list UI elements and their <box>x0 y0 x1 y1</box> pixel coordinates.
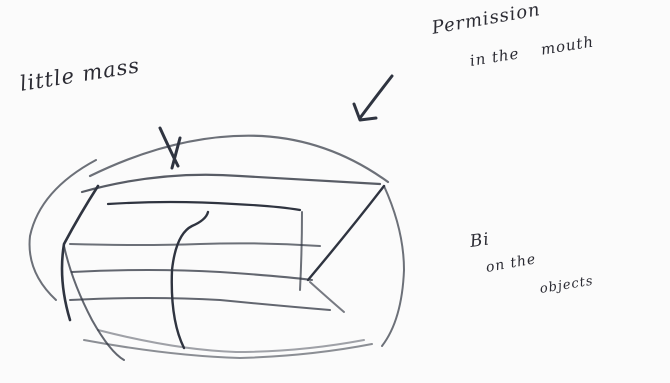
note-bi: Bi <box>469 229 492 252</box>
arrow-icon <box>360 76 392 118</box>
